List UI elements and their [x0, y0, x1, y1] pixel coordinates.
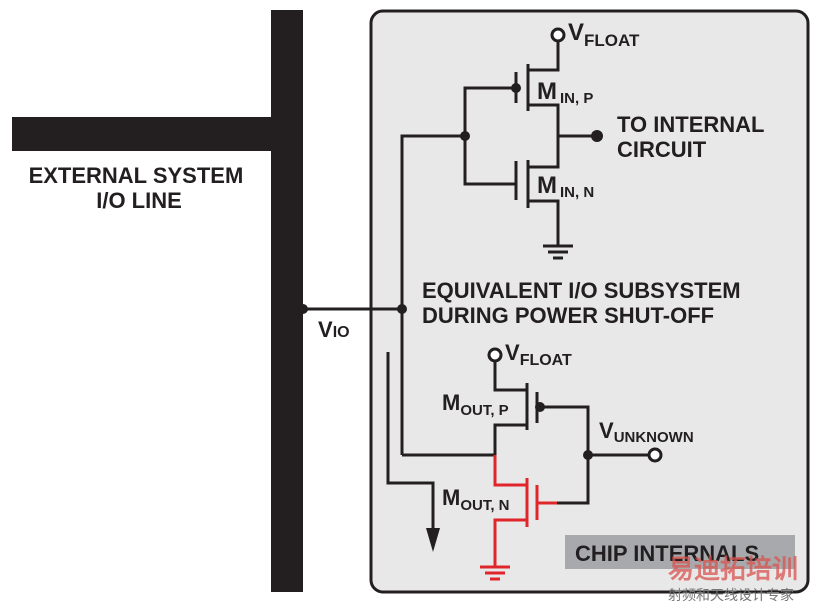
vfloat-top-label: VFLOAT — [568, 19, 640, 50]
mout-n-transistor — [480, 455, 557, 581]
current-arrow — [386, 352, 440, 552]
chip-internals-label: CHIP INTERNALS — [575, 541, 759, 566]
vfloat-terminal-bottom — [487, 347, 503, 363]
mout-p-label: MOUT, P — [442, 390, 509, 419]
vio-net — [298, 134, 495, 457]
subsystem-label: EQUIVALENT I/O SUBSYSTEM DURING POWER SH… — [422, 278, 747, 328]
output-driver — [386, 347, 663, 581]
vunknown-label: VUNKNOWN — [599, 418, 694, 446]
to-internal-label: TO INTERNAL CIRCUIT — [617, 112, 770, 162]
input-inverter — [460, 27, 603, 260]
vio-label: VIO — [318, 317, 350, 342]
chip-boundary — [369, 9, 810, 594]
vfloat-terminal-top — [550, 27, 566, 43]
external-line-label: EXTERNAL SYSTEM I/O LINE — [29, 163, 250, 213]
to-internal-terminal — [591, 130, 603, 142]
external-io-line-horizontal — [12, 117, 272, 151]
vunknown-terminal — [647, 447, 663, 463]
watermark-line2: 射频和天线设计专家 — [668, 587, 794, 603]
mout-n-label: MOUT, N — [442, 485, 510, 514]
external-io-line-vertical — [271, 10, 303, 592]
chip-internals-label-box — [565, 535, 795, 569]
watermark-line1: 易迪拓培训 — [668, 554, 798, 584]
vfloat-bottom-label: VFLOAT — [505, 340, 572, 369]
